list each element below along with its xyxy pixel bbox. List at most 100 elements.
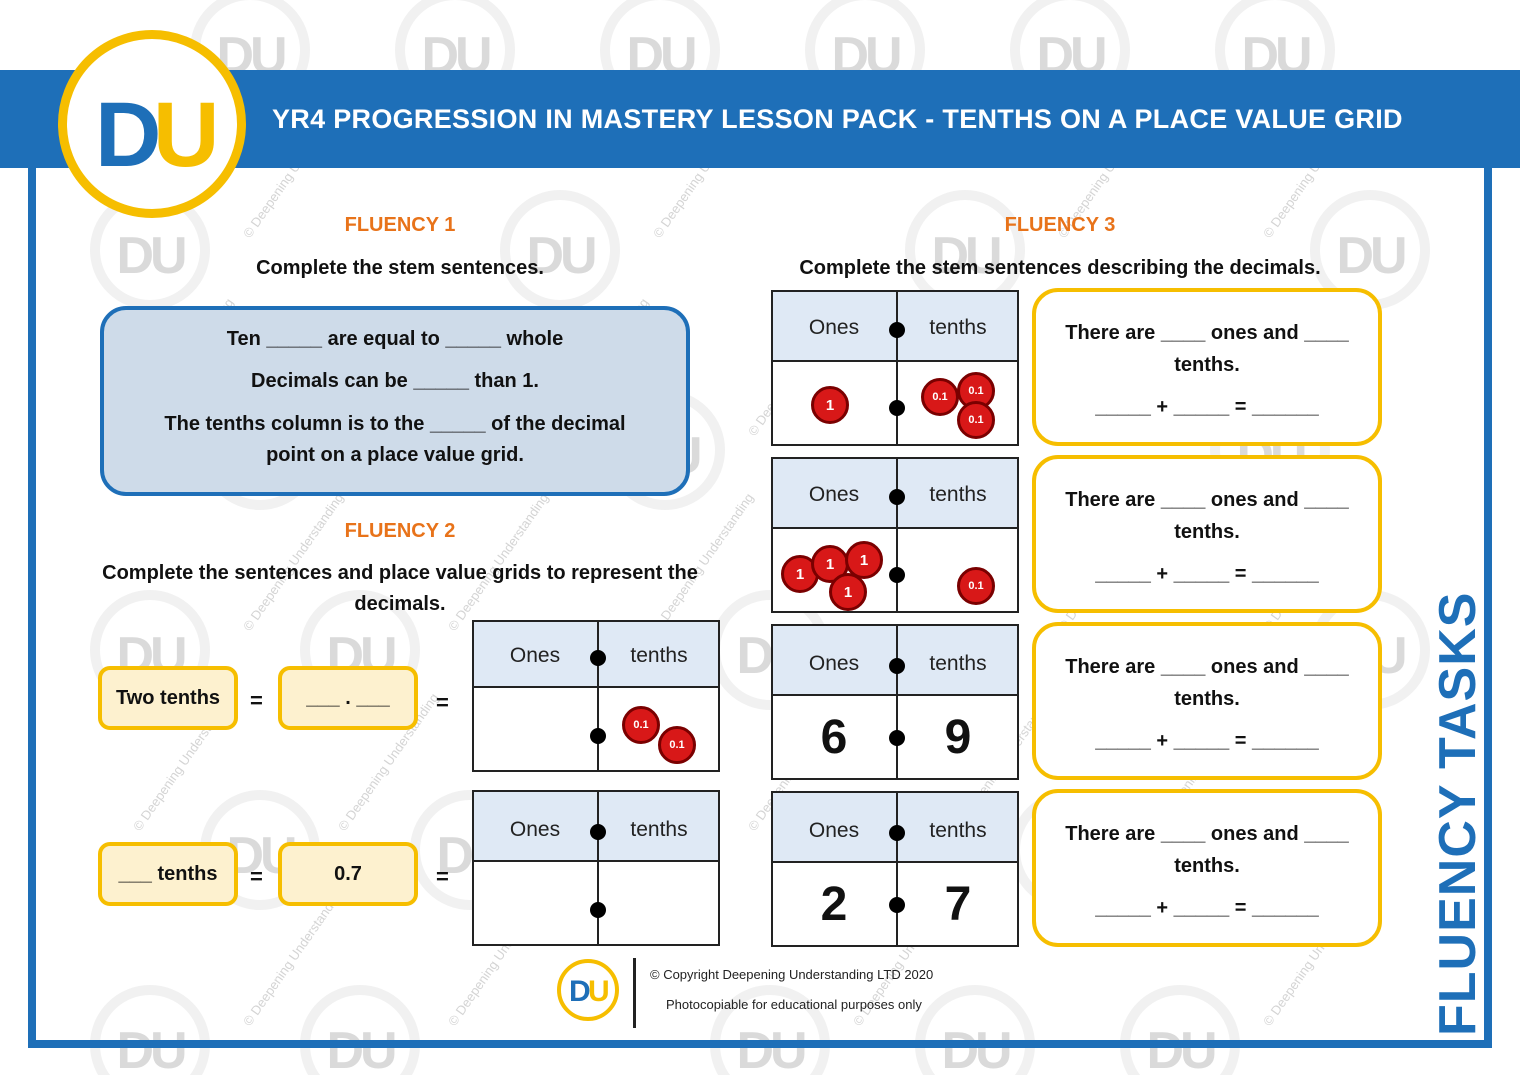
footer-divider xyxy=(633,958,636,1028)
page-title: YR4 PROGRESSION IN MASTERY LESSON PACK -… xyxy=(272,104,1403,134)
answer-box: There are ____ ones and ____ tenths. ___… xyxy=(1032,789,1382,947)
tenths-label: tenths xyxy=(929,819,987,842)
decimal-point xyxy=(590,824,606,840)
watermark-logo: DU xyxy=(90,985,210,1075)
decimal-box: ___ . ___ xyxy=(278,666,418,730)
equals-sign: = xyxy=(250,688,263,713)
grid-divider xyxy=(597,622,599,770)
watermark-logo: DU xyxy=(1120,985,1240,1075)
answer-equation: _____ + _____ = ______ xyxy=(1095,897,1319,919)
ones-label: Ones xyxy=(808,483,860,506)
place-value-grid: Ones tenths xyxy=(472,790,720,946)
grid-divider xyxy=(597,792,599,944)
stem-line: The tenths column is to the _____ of the… xyxy=(164,413,626,435)
answer-equation: _____ + _____ = ______ xyxy=(1095,563,1319,585)
tenth-counter: 0.1 xyxy=(921,378,959,416)
words-box: ___ tenths xyxy=(98,842,238,906)
footer-copyright: © Copyright Deepening Understanding LTD … xyxy=(650,967,934,982)
answer-sentence: tenths. xyxy=(1174,855,1240,877)
equals-sign: = xyxy=(436,690,449,715)
answer-sentence: tenths. xyxy=(1174,354,1240,376)
decimal-point xyxy=(889,730,905,746)
decimal-box: 0.7 xyxy=(278,842,418,906)
fluency3-instruction: Complete the stem sentences describing t… xyxy=(799,257,1321,279)
page-frame xyxy=(28,166,1492,1048)
decimal-point xyxy=(889,897,905,913)
tenths-label: tenths xyxy=(929,483,987,506)
decimal-point xyxy=(590,902,606,918)
fluency2-instruction: decimals. xyxy=(354,593,446,615)
answer-box: There are ____ ones and ____ tenths. ___… xyxy=(1032,288,1382,446)
answer-sentence: tenths. xyxy=(1174,521,1240,543)
one-counter: 1 xyxy=(811,386,849,424)
side-title: FLUENCY TASKS xyxy=(1429,591,1487,1036)
decimal-point xyxy=(889,567,905,583)
decimal-point xyxy=(889,825,905,841)
tenths-label: tenths xyxy=(929,652,987,675)
equals-sign: = xyxy=(250,864,263,889)
stem-line: point on a place value grid. xyxy=(266,444,524,466)
header-bar xyxy=(0,70,1520,168)
answer-sentence: There are ____ ones and ____ xyxy=(1065,823,1349,845)
fluency1-instruction: Complete the stem sentences. xyxy=(256,257,544,279)
decimal-point xyxy=(889,322,905,338)
answer-box: There are ____ ones and ____ tenths. ___… xyxy=(1032,455,1382,613)
ones-digit: 6 xyxy=(820,711,848,764)
ones-label: Ones xyxy=(808,652,860,675)
answer-equation: _____ + _____ = ______ xyxy=(1095,730,1319,752)
place-value-grid: Ones tenths 6 9 xyxy=(771,624,1019,780)
decimal-point xyxy=(590,728,606,744)
answer-sentence: There are ____ ones and ____ xyxy=(1065,489,1349,511)
fluency1-heading: FLUENCY 1 xyxy=(344,214,456,236)
stem-line: Ten _____ are equal to _____ whole xyxy=(226,328,564,350)
tenths-digit: 9 xyxy=(944,711,972,764)
ones-label: Ones xyxy=(509,818,561,841)
tenths-label: tenths xyxy=(630,644,688,667)
place-value-grid: Ones tenths 0.1 0.1 xyxy=(472,620,720,772)
watermark-logo: DU xyxy=(915,985,1035,1075)
fluency2-heading: FLUENCY 2 xyxy=(344,520,456,542)
answer-equation: _____ + _____ = ______ xyxy=(1095,396,1319,418)
grid-divider xyxy=(896,793,898,945)
watermark-logo: DU xyxy=(710,985,830,1075)
tenth-counter: 0.1 xyxy=(957,567,995,605)
ones-label: Ones xyxy=(808,316,860,339)
ones-label: Ones xyxy=(509,644,561,667)
footer-note: Photocopiable for educational purposes o… xyxy=(666,997,922,1012)
answer-sentence: tenths. xyxy=(1174,688,1240,710)
grid-divider xyxy=(896,626,898,778)
grid-divider xyxy=(896,292,898,444)
decimal-point xyxy=(889,489,905,505)
tenths-label: tenths xyxy=(630,818,688,841)
answer-box: There are ____ ones and ____ tenths. ___… xyxy=(1032,622,1382,780)
stem-sentence-box: Ten _____ are equal to _____ whole Decim… xyxy=(100,306,690,496)
tenth-counter: 0.1 xyxy=(957,372,995,410)
place-value-grid: Ones tenths 1 1 1 1 0.1 xyxy=(771,457,1019,613)
fluency3-heading: FLUENCY 3 xyxy=(1004,214,1116,236)
grid-divider xyxy=(896,459,898,611)
answer-sentence: There are ____ ones and ____ xyxy=(1065,322,1349,344)
one-counter: 1 xyxy=(829,573,867,611)
tenth-counter: 0.1 xyxy=(622,706,660,744)
tenth-counter: 0.1 xyxy=(957,401,995,439)
place-value-grid: Ones tenths 2 7 xyxy=(771,791,1019,947)
decimal-point xyxy=(889,658,905,674)
watermark-logo: DU xyxy=(300,985,420,1075)
words-box: Two tenths xyxy=(98,666,238,730)
tenth-counter: 0.1 xyxy=(658,726,696,764)
one-counter: 1 xyxy=(845,541,883,579)
stem-line: Decimals can be _____ than 1. xyxy=(251,370,539,392)
decimal-point xyxy=(590,650,606,666)
tenths-label: tenths xyxy=(929,316,987,339)
watermark-logo: DU xyxy=(500,190,620,310)
tenths-digit: 7 xyxy=(944,878,972,931)
place-value-grid: Ones tenths 1 0.1 0.1 0.1 xyxy=(771,290,1019,446)
decimal-point xyxy=(889,400,905,416)
ones-digit: 2 xyxy=(820,878,848,931)
answer-sentence: There are ____ ones and ____ xyxy=(1065,656,1349,678)
fluency2-instruction: Complete the sentences and place value g… xyxy=(102,562,698,584)
ones-label: Ones xyxy=(808,819,860,842)
equals-sign: = xyxy=(436,864,449,889)
